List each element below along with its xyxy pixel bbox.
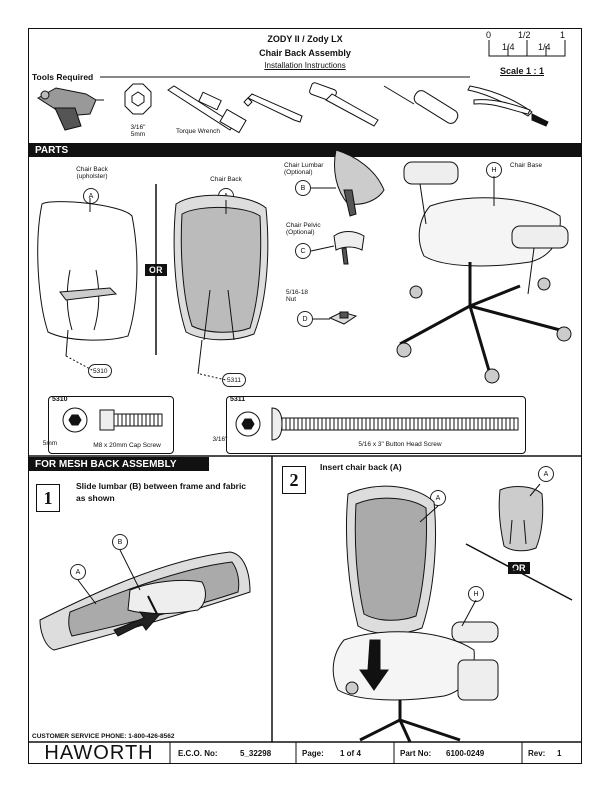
- nut-drawing: [313, 311, 358, 325]
- chair-back-upholster-label: Chair Back (upholster): [76, 166, 108, 180]
- chair-base-drawing: [396, 161, 572, 384]
- torque-wrench-icon: [167, 85, 247, 134]
- screw-5310-desc: M8 x 20mm Cap Screw: [93, 442, 161, 449]
- parts-heading: PARTS: [29, 143, 581, 157]
- screw-5310-number: 5310: [52, 396, 68, 403]
- scale-label: Scale 1 : 1: [500, 66, 545, 76]
- tools-heading: Tools Required: [32, 72, 98, 82]
- haworth-logo: HAWORTH: [44, 742, 154, 764]
- customer-service-phone: CUSTOMER SERVICE PHONE: 1-800-426-8562: [32, 733, 175, 740]
- part-5310-callout: 5310: [88, 364, 113, 378]
- socket-icon: [124, 83, 152, 115]
- part-b-callout: B: [295, 180, 311, 196]
- mesh-back-drawing: [173, 194, 269, 381]
- chair-back-label: Chair Back: [210, 176, 242, 183]
- document-title: ZODY II / Zody LX: [267, 34, 343, 44]
- screw-5311-desc: 5/16 x 3" Button Head Screw: [358, 441, 442, 448]
- chair-base-label: Chair Base: [509, 162, 543, 169]
- screw-5311-size: 3/16": [212, 436, 228, 443]
- rev-value: 1: [557, 749, 562, 758]
- screwdriver-icon: [383, 85, 459, 124]
- pelvic-drawing: [310, 231, 365, 265]
- document-subtitle: Chair Back Assembly: [259, 48, 351, 58]
- step-1-text: Slide lumbar (B) between frame and fabri…: [76, 481, 247, 503]
- step-2-text: Insert chair back (A): [320, 462, 402, 472]
- page-label: Page:: [302, 749, 324, 758]
- cap-screw-5310: [62, 407, 163, 433]
- eco-label: E.C.O. No:: [178, 749, 218, 758]
- pliers-icon: [467, 85, 549, 127]
- chair-pelvic-label: Chair Pelvic (Optional): [286, 222, 321, 236]
- part-no-label: Part No:: [400, 749, 432, 758]
- part-no-value: 6100-0249: [446, 749, 485, 758]
- mesh-assembly-heading: FOR MESH BACK ASSEMBLY ONLY: [29, 457, 209, 481]
- socket-size-mm: 5mm: [130, 131, 146, 138]
- chair-lumbar-label: Chair Lumbar (Optional): [284, 162, 324, 176]
- eco-value: 5_32298: [240, 749, 272, 758]
- part-5311-callout: 5311: [222, 373, 246, 387]
- hex-key-icon: [243, 93, 303, 123]
- drill-icon: [37, 87, 104, 131]
- step2-part-h-callout: H: [468, 586, 484, 602]
- or-badge-step2: OR: [508, 562, 530, 574]
- part-d-callout: D: [297, 311, 313, 327]
- screw-5311-number: 5311: [230, 396, 246, 403]
- screw-5310-box: [48, 396, 174, 454]
- lumbar-drawing: [311, 149, 385, 217]
- upholstered-back-drawing: [37, 198, 138, 371]
- rev-label: Rev:: [528, 749, 546, 758]
- page-frame: [28, 28, 582, 764]
- part-c-callout: C: [295, 243, 311, 259]
- socket-size-inch: 3/16": [130, 124, 146, 131]
- torque-wrench-label: Torque Wrench: [176, 128, 220, 135]
- step1-part-b-callout: B: [112, 534, 128, 550]
- page-value: 1 of 4: [340, 749, 361, 758]
- step-2-number: 2: [282, 466, 306, 494]
- screw-5311-box: [226, 396, 526, 454]
- step2-part-a-callout-alt: A: [538, 466, 554, 482]
- screw-5310-size: 5mm: [42, 440, 58, 447]
- step-1-number: 1: [36, 484, 60, 512]
- nut-label: 5/16-18 Nut: [286, 289, 309, 303]
- document-type: Installation Instructions: [264, 61, 346, 70]
- button-head-screw-5311: [235, 407, 519, 441]
- mallet-icon: [309, 82, 379, 127]
- step1-part-a-callout: A: [70, 564, 86, 580]
